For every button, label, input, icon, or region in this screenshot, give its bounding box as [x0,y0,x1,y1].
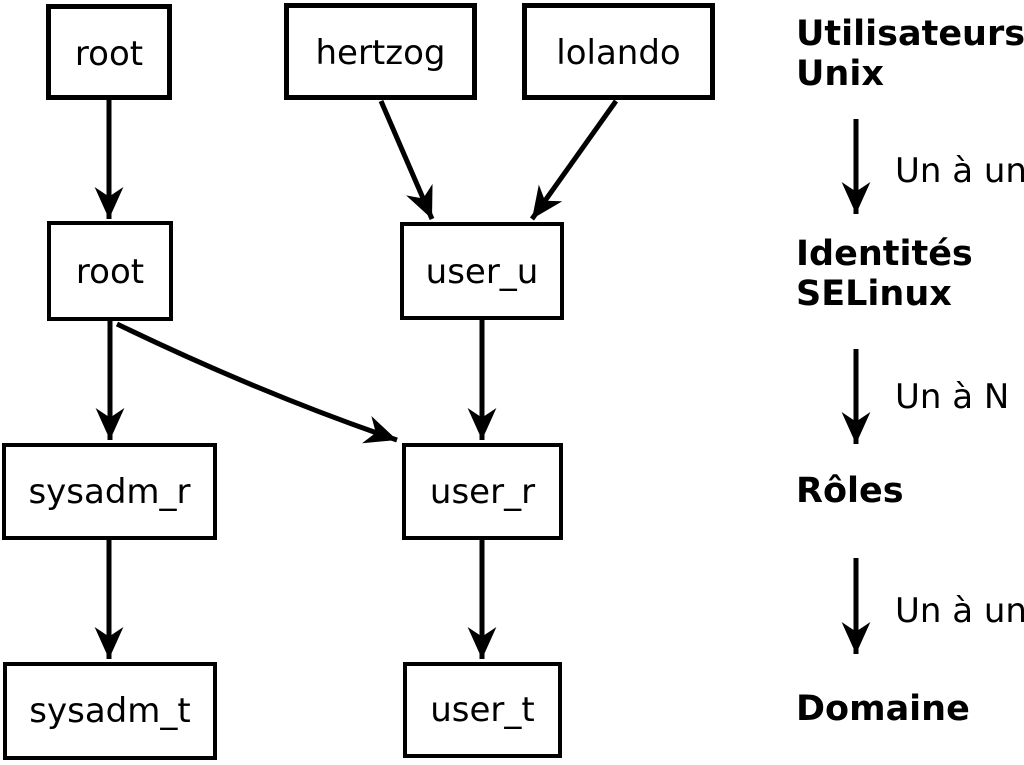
node-user-u: user_u [400,222,564,320]
node-user-r-box [402,443,563,540]
legend-users-line1: Utilisateurs [796,14,1024,54]
node-user-u-label: user_u [426,252,539,292]
legend-mapping-one-to-one-2: Un à un [895,591,1024,631]
legend-domain: Domaine [796,689,970,729]
node-root-selinux: root [47,221,173,321]
legend-identities-line2: SELinux [796,274,952,314]
node-user-t-label: user_t [430,690,535,730]
node-user-r: user_r [402,443,563,540]
node-hertzog-box [284,3,477,100]
node-sysadm-r-label: sysadm_r [28,472,190,512]
node-lolando-box [522,3,715,100]
node-root-selinux-label: root [76,252,144,292]
node-root-unix: root [46,4,172,100]
legend-mapping-one-to-one-1: Un à un [895,151,1024,191]
edge-lolando-to-useru [529,99,619,221]
edge-hertzog-to-useru [378,100,435,220]
node-sysadm-t-label: sysadm_t [29,691,190,731]
legend-identities-line1: Identités [796,234,973,274]
legend-users-line2: Unix [796,54,884,94]
node-user-u-box [400,222,564,320]
node-root-unix-box [46,4,172,100]
node-sysadm-r: sysadm_r [2,443,217,540]
node-lolando: lolando [522,3,715,100]
node-sysadm-t: sysadm_t [3,662,217,760]
edge-rootselinux-to-userr [115,321,398,444]
node-sysadm-r-box [2,443,217,540]
node-hertzog-label: hertzog [315,33,445,73]
node-sysadm-t-box [3,662,217,760]
legend-roles: Rôles [796,471,904,511]
node-user-r-label: user_r [430,472,535,512]
node-lolando-label: lolando [556,33,680,73]
node-root-selinux-box [47,221,173,321]
node-user-t-box [403,662,562,758]
legend-mapping-one-to-n: Un à N [895,377,1009,417]
node-hertzog: hertzog [284,3,477,100]
node-user-t: user_t [403,662,562,758]
node-root-unix-label: root [75,34,143,74]
